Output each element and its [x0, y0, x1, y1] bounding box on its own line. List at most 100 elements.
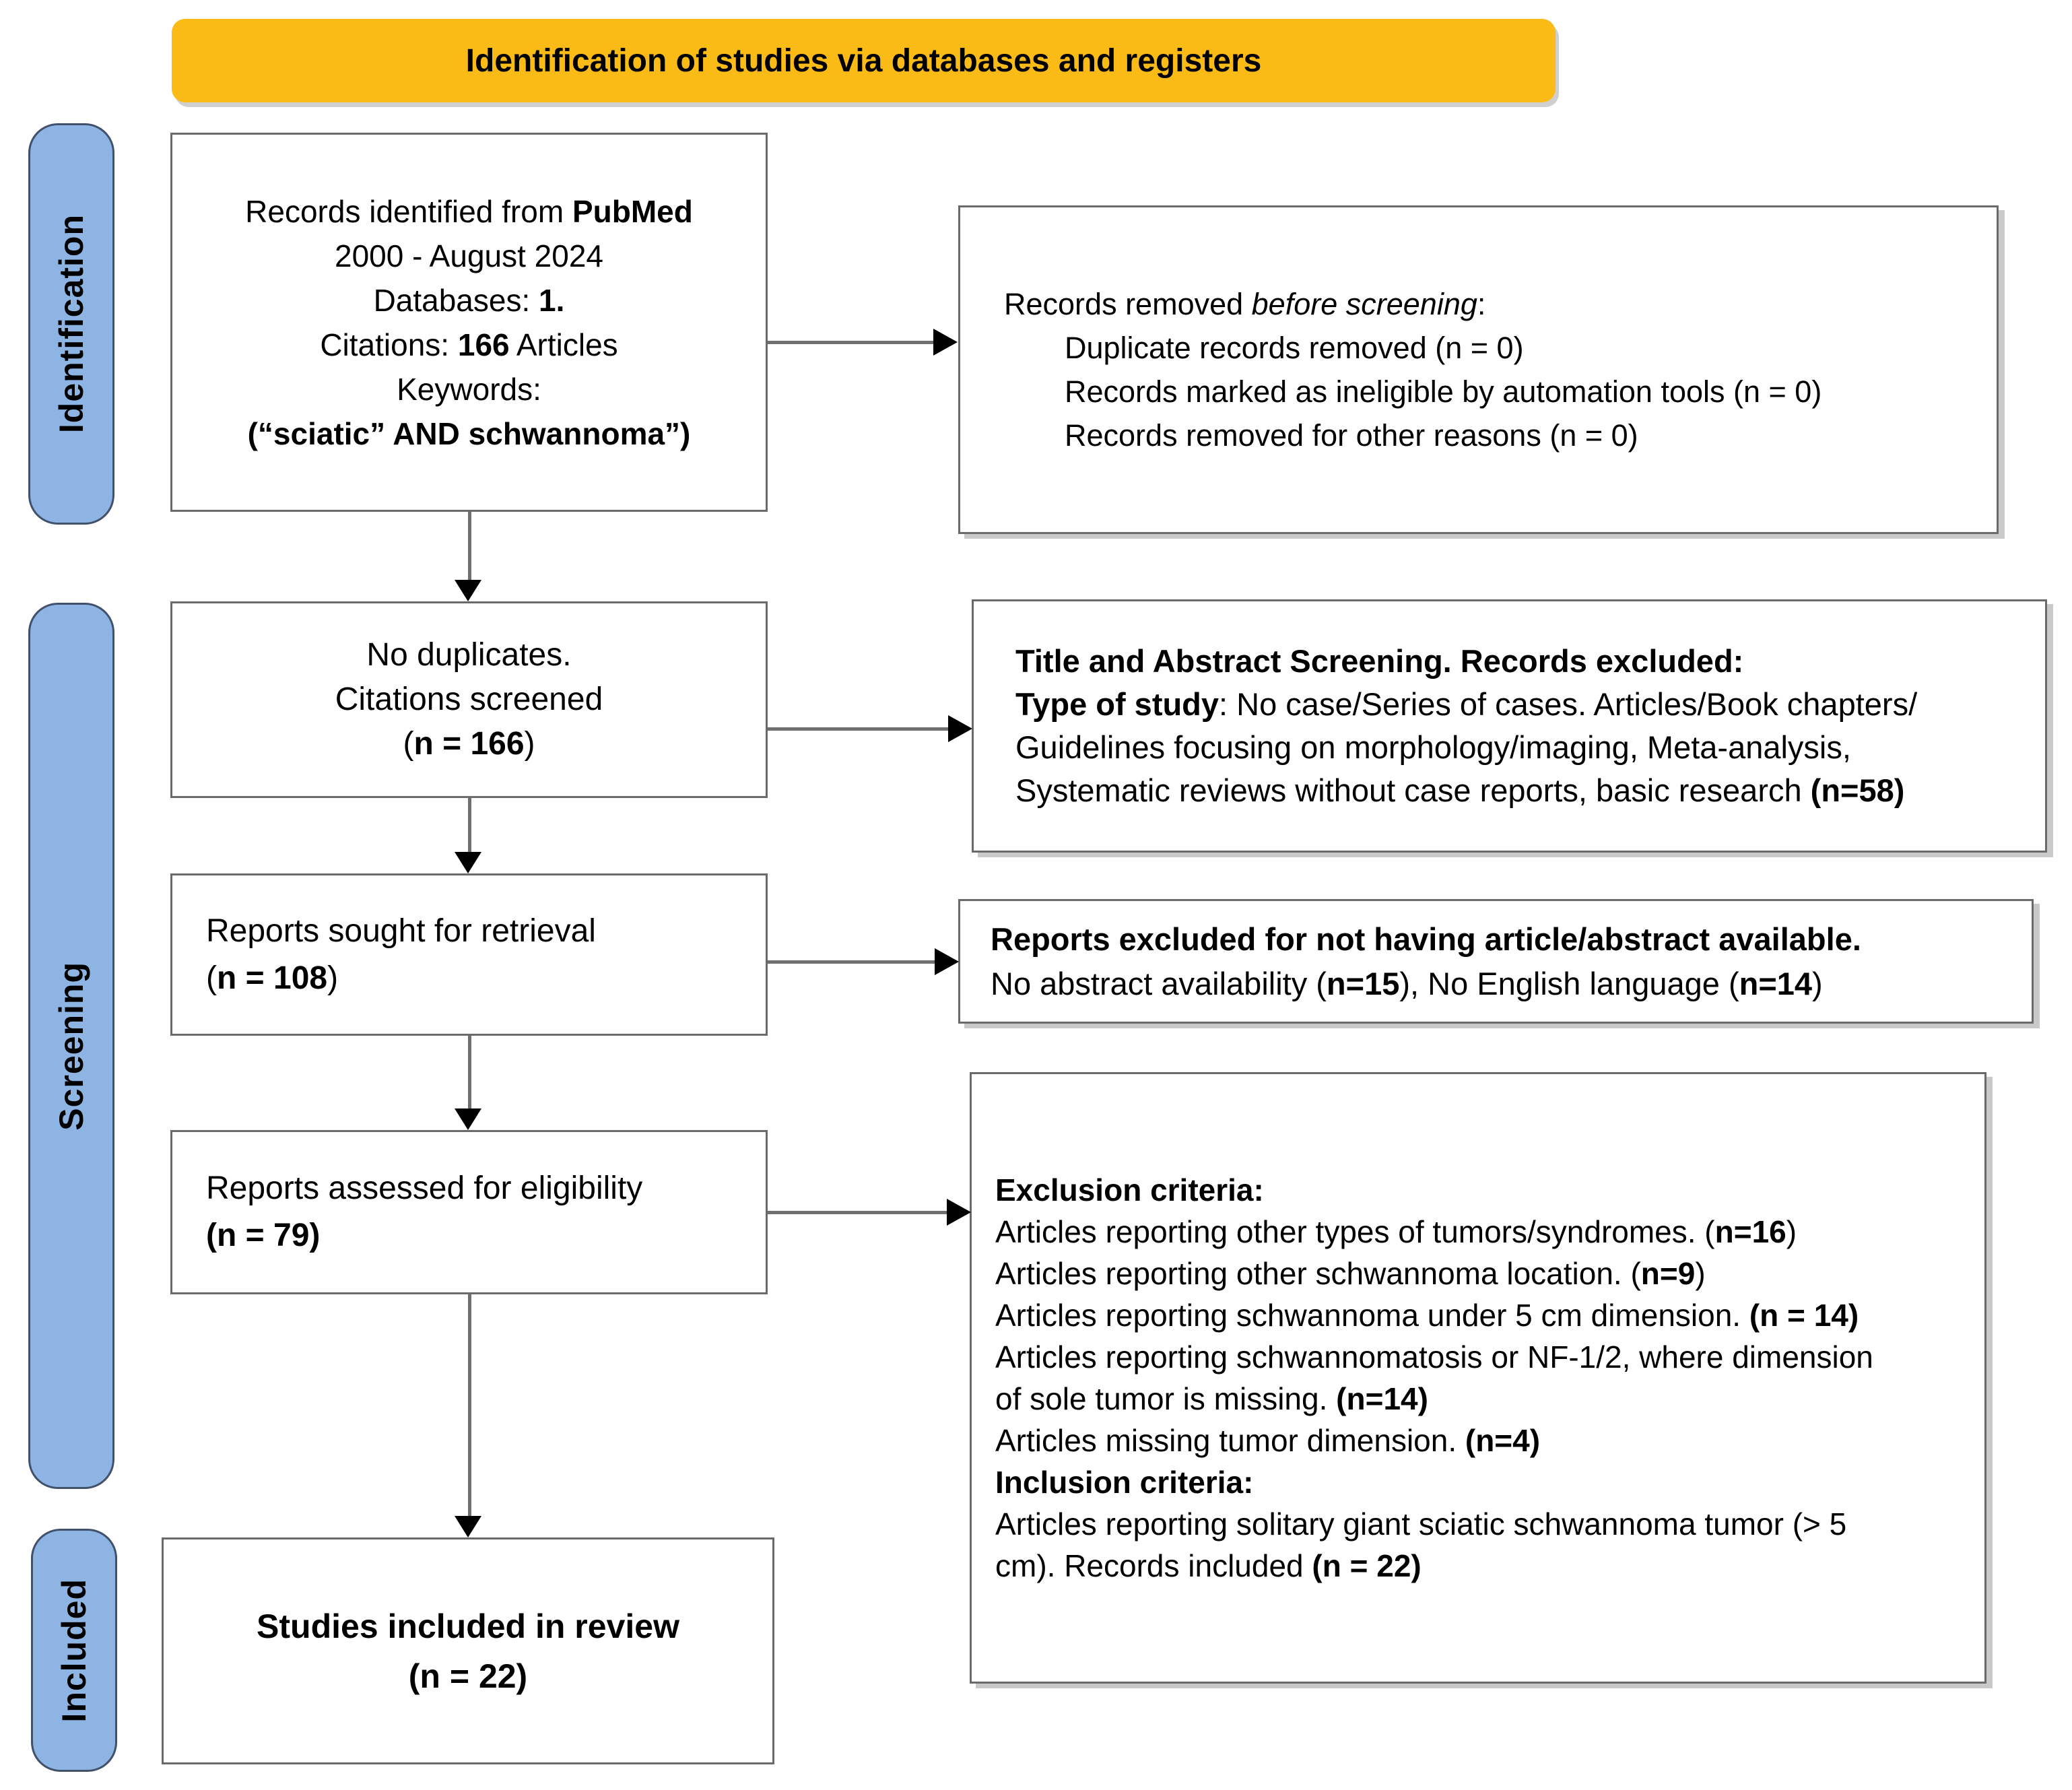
text-run: ): [1695, 1256, 1706, 1291]
text-run: Articles missing tumor dimension.: [995, 1423, 1465, 1458]
text-line: Articles reporting other types of tumors…: [995, 1211, 1897, 1253]
text-run: (n=4): [1465, 1423, 1541, 1458]
arrowhead-right-icon: [935, 948, 959, 975]
text-run: n=14: [1739, 965, 1813, 1001]
text-line: Articles reporting solitary giant sciati…: [995, 1503, 1897, 1587]
text-line: 2000 - August 2024: [335, 238, 603, 273]
text-line: Records identified from PubMed: [245, 189, 693, 234]
text-paragraph: Title and Abstract Screening. Records ex…: [1015, 640, 1998, 812]
text-run: (n = 22): [1312, 1548, 1422, 1583]
text-line: Studies included in review: [257, 1607, 679, 1645]
text-run: (n=14): [1336, 1381, 1428, 1416]
text-line: (n = 166): [403, 722, 535, 766]
text-line: Articles reporting other schwannoma loca…: [995, 1253, 1897, 1294]
arrow-line: [768, 960, 936, 964]
arrow-line: [768, 341, 935, 344]
text-run: n = 166: [413, 726, 525, 762]
text-run: Articles reporting solitary giant sciati…: [995, 1506, 1847, 1583]
text-run: Articles reporting schwannoma under 5 cm…: [995, 1298, 1749, 1333]
text-line: Keywords:: [397, 371, 541, 407]
stage-label-screening: Screening: [53, 961, 90, 1131]
arrowhead-right-icon: [947, 1199, 971, 1226]
text-run: PubMed: [572, 193, 693, 229]
text-line: Reports assessed for eligibility: [206, 1170, 643, 1206]
text-run: Inclusion criteria:: [995, 1465, 1254, 1500]
arrow-line: [768, 727, 949, 731]
banner-title: Identification of studies via databases …: [465, 42, 1262, 79]
text-line: Exclusion criteria:: [995, 1169, 1897, 1211]
text-line: Articles reporting schwannomatosis or NF…: [995, 1336, 1897, 1420]
text-run: Citations:: [320, 327, 458, 362]
text-run: n=16: [1714, 1214, 1786, 1249]
box-reports-retrieval: Reports sought for retrieval (n = 108): [170, 873, 768, 1036]
text-run: 166: [457, 327, 510, 362]
text-run: Articles reporting other schwannoma loca…: [995, 1256, 1641, 1291]
text-run: (: [206, 960, 217, 996]
arrowhead-down-icon: [455, 852, 481, 873]
arrowhead-right-icon: [933, 329, 958, 356]
text-run: ): [524, 726, 535, 762]
text-run: before screening: [1251, 287, 1477, 321]
banner: Identification of studies via databases …: [172, 19, 1556, 102]
arrowhead-right-icon: [948, 715, 972, 742]
text-line: Databases: 1.: [374, 278, 565, 323]
stage-bar-identification: Identification: [28, 123, 114, 525]
text-line: Articles reporting schwannoma under 5 cm…: [995, 1294, 1897, 1336]
text-run: ): [1786, 1214, 1797, 1249]
text-run: ): [1812, 965, 1823, 1001]
arrow-line: [468, 1036, 471, 1111]
arrow-line: [768, 1211, 948, 1214]
text-run: Databases:: [373, 282, 539, 318]
text-line: Reports sought for retrieval: [206, 913, 596, 949]
text-line: (n = 22): [408, 1657, 528, 1695]
text-line: Articles missing tumor dimension. (n=4): [995, 1420, 1897, 1461]
text-run: Type of study: [1015, 686, 1219, 722]
box-records-identified: Records identified from PubMed 2000 - Au…: [170, 133, 768, 512]
box-citations-screened: No duplicates. Citations screened (n = 1…: [170, 601, 768, 798]
arrow-line: [468, 512, 471, 583]
stage-label-included: Included: [55, 1578, 93, 1723]
stage-bar-screening: Screening: [28, 603, 114, 1489]
text-run: Reports excluded for not having article/…: [991, 921, 1861, 957]
text-run: n=9: [1640, 1256, 1696, 1291]
text-run: Exclusion criteria:: [995, 1172, 1264, 1207]
text-run: : No case/Series of cases. Articles/Book…: [1015, 686, 1918, 808]
box-criteria: Exclusion criteria: Articles reporting o…: [970, 1072, 1986, 1684]
text-run: Title and Abstract Screening. Records ex…: [1015, 643, 1744, 679]
box-studies-included: Studies included in review (n = 22): [162, 1537, 774, 1764]
text-run: (n = 14): [1749, 1298, 1859, 1333]
box-reports-excluded: Reports excluded for not having article/…: [958, 899, 2034, 1024]
arrow-line: [468, 1294, 471, 1519]
stage-bar-included: Included: [31, 1529, 117, 1772]
arrowhead-down-icon: [455, 580, 481, 601]
text-run: 1.: [539, 282, 565, 318]
text-line: Citations: 166 Articles: [320, 323, 617, 367]
text-run: (“sciatic” AND schwannoma”): [247, 416, 691, 451]
text-run: :: [1477, 287, 1486, 321]
text-line: Duplicate records removed (n = 0): [1065, 331, 1524, 365]
arrow-line: [468, 797, 471, 855]
text-run: n=15: [1326, 965, 1400, 1001]
text-line: No abstract availability (n=15), No Engl…: [991, 962, 2011, 1006]
text-run: n = 108: [216, 960, 328, 996]
text-run: Records removed: [1004, 287, 1252, 321]
text-run: Records identified from: [245, 193, 572, 229]
text-line: (n = 79): [206, 1212, 745, 1259]
text-run: ), No English language (: [1399, 965, 1739, 1001]
text-line: (n = 108): [206, 955, 745, 1002]
text-line: Records removed before screening:: [1004, 282, 1970, 326]
arrowhead-down-icon: [455, 1516, 481, 1537]
text-run: ): [327, 960, 339, 996]
arrowhead-down-icon: [455, 1108, 481, 1130]
box-records-removed: Records removed before screening: Duplic…: [958, 205, 1999, 534]
text-run: Articles: [509, 327, 618, 362]
text-line: Citations screened: [335, 682, 603, 717]
text-run: No abstract availability (: [991, 965, 1327, 1001]
text-run: Articles reporting other types of tumors…: [995, 1214, 1715, 1249]
text-line: No duplicates.: [366, 637, 572, 673]
text-run: (: [403, 726, 414, 762]
text-line: Records removed for other reasons (n = 0…: [1065, 418, 1638, 453]
box-reports-eligibility: Reports assessed for eligibility (n = 79…: [170, 1130, 768, 1294]
text-run: (n=58): [1810, 772, 1905, 808]
